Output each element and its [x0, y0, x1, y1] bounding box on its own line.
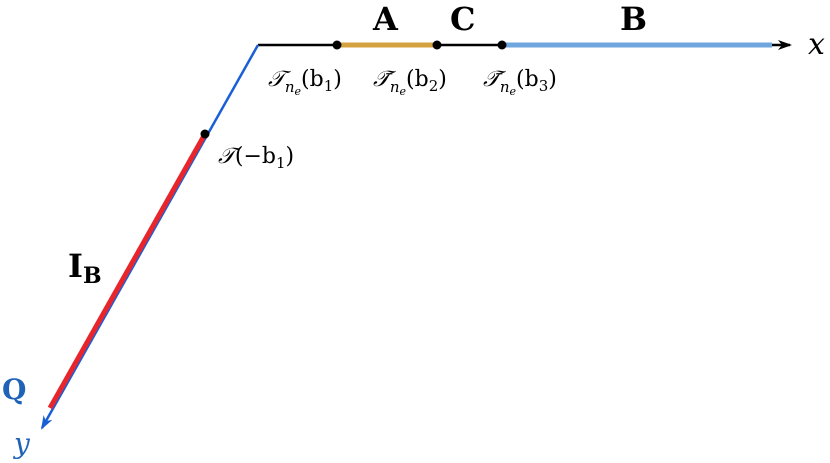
label-IB-sub: B	[83, 263, 102, 289]
point-label-1: 𝒯ne(b1)	[268, 67, 342, 98]
point-label-2-close: )	[438, 67, 447, 92]
label-IB: IB	[68, 247, 102, 289]
point-label-1-close: )	[333, 67, 342, 92]
point-label-1-arg: (b	[301, 67, 324, 92]
point-label-2-arg: (b	[406, 67, 429, 92]
axis-label-y: y	[12, 427, 31, 460]
point-label-3: 𝒯̄ne(b3)	[483, 67, 557, 98]
point-Tbar-ne-b2	[432, 40, 442, 50]
point-T-minus-b1	[200, 129, 210, 139]
label-IB-main: I	[68, 247, 83, 285]
y-axis-line	[40, 44, 260, 430]
point-label-3-subsub: e	[510, 85, 517, 98]
label-C: C	[450, 0, 475, 38]
point-label-3-sub: n	[500, 78, 510, 96]
point-label-3-close: )	[548, 67, 557, 92]
point-label-4-close: )	[286, 144, 295, 169]
point-label-4-arg: (−b	[235, 144, 276, 169]
point-label-2: 𝒯̄ne(b2)	[373, 67, 447, 98]
point-label-2-subsub: e	[400, 85, 407, 98]
point-Tbar-ne-b3	[497, 40, 507, 50]
label-B: B	[620, 0, 647, 38]
label-Q: Q	[2, 373, 26, 406]
point-label-3-argsub: 3	[539, 77, 549, 95]
point-label-2-sub: n	[390, 78, 400, 96]
point-label-1-subsub: e	[295, 85, 302, 98]
point-Tne-b1	[332, 40, 342, 50]
label-A: A	[372, 0, 399, 38]
point-label-4: 𝒯(−b1)	[218, 144, 294, 172]
point-label-4-argsub: 1	[276, 154, 286, 172]
point-label-2-argsub: 2	[429, 77, 439, 95]
point-label-1-argsub: 1	[324, 77, 334, 95]
segment-IB	[47, 132, 208, 410]
point-label-1-sub: n	[285, 78, 295, 96]
point-label-3-arg: (b	[516, 67, 539, 92]
axis-label-x: x	[808, 27, 825, 62]
